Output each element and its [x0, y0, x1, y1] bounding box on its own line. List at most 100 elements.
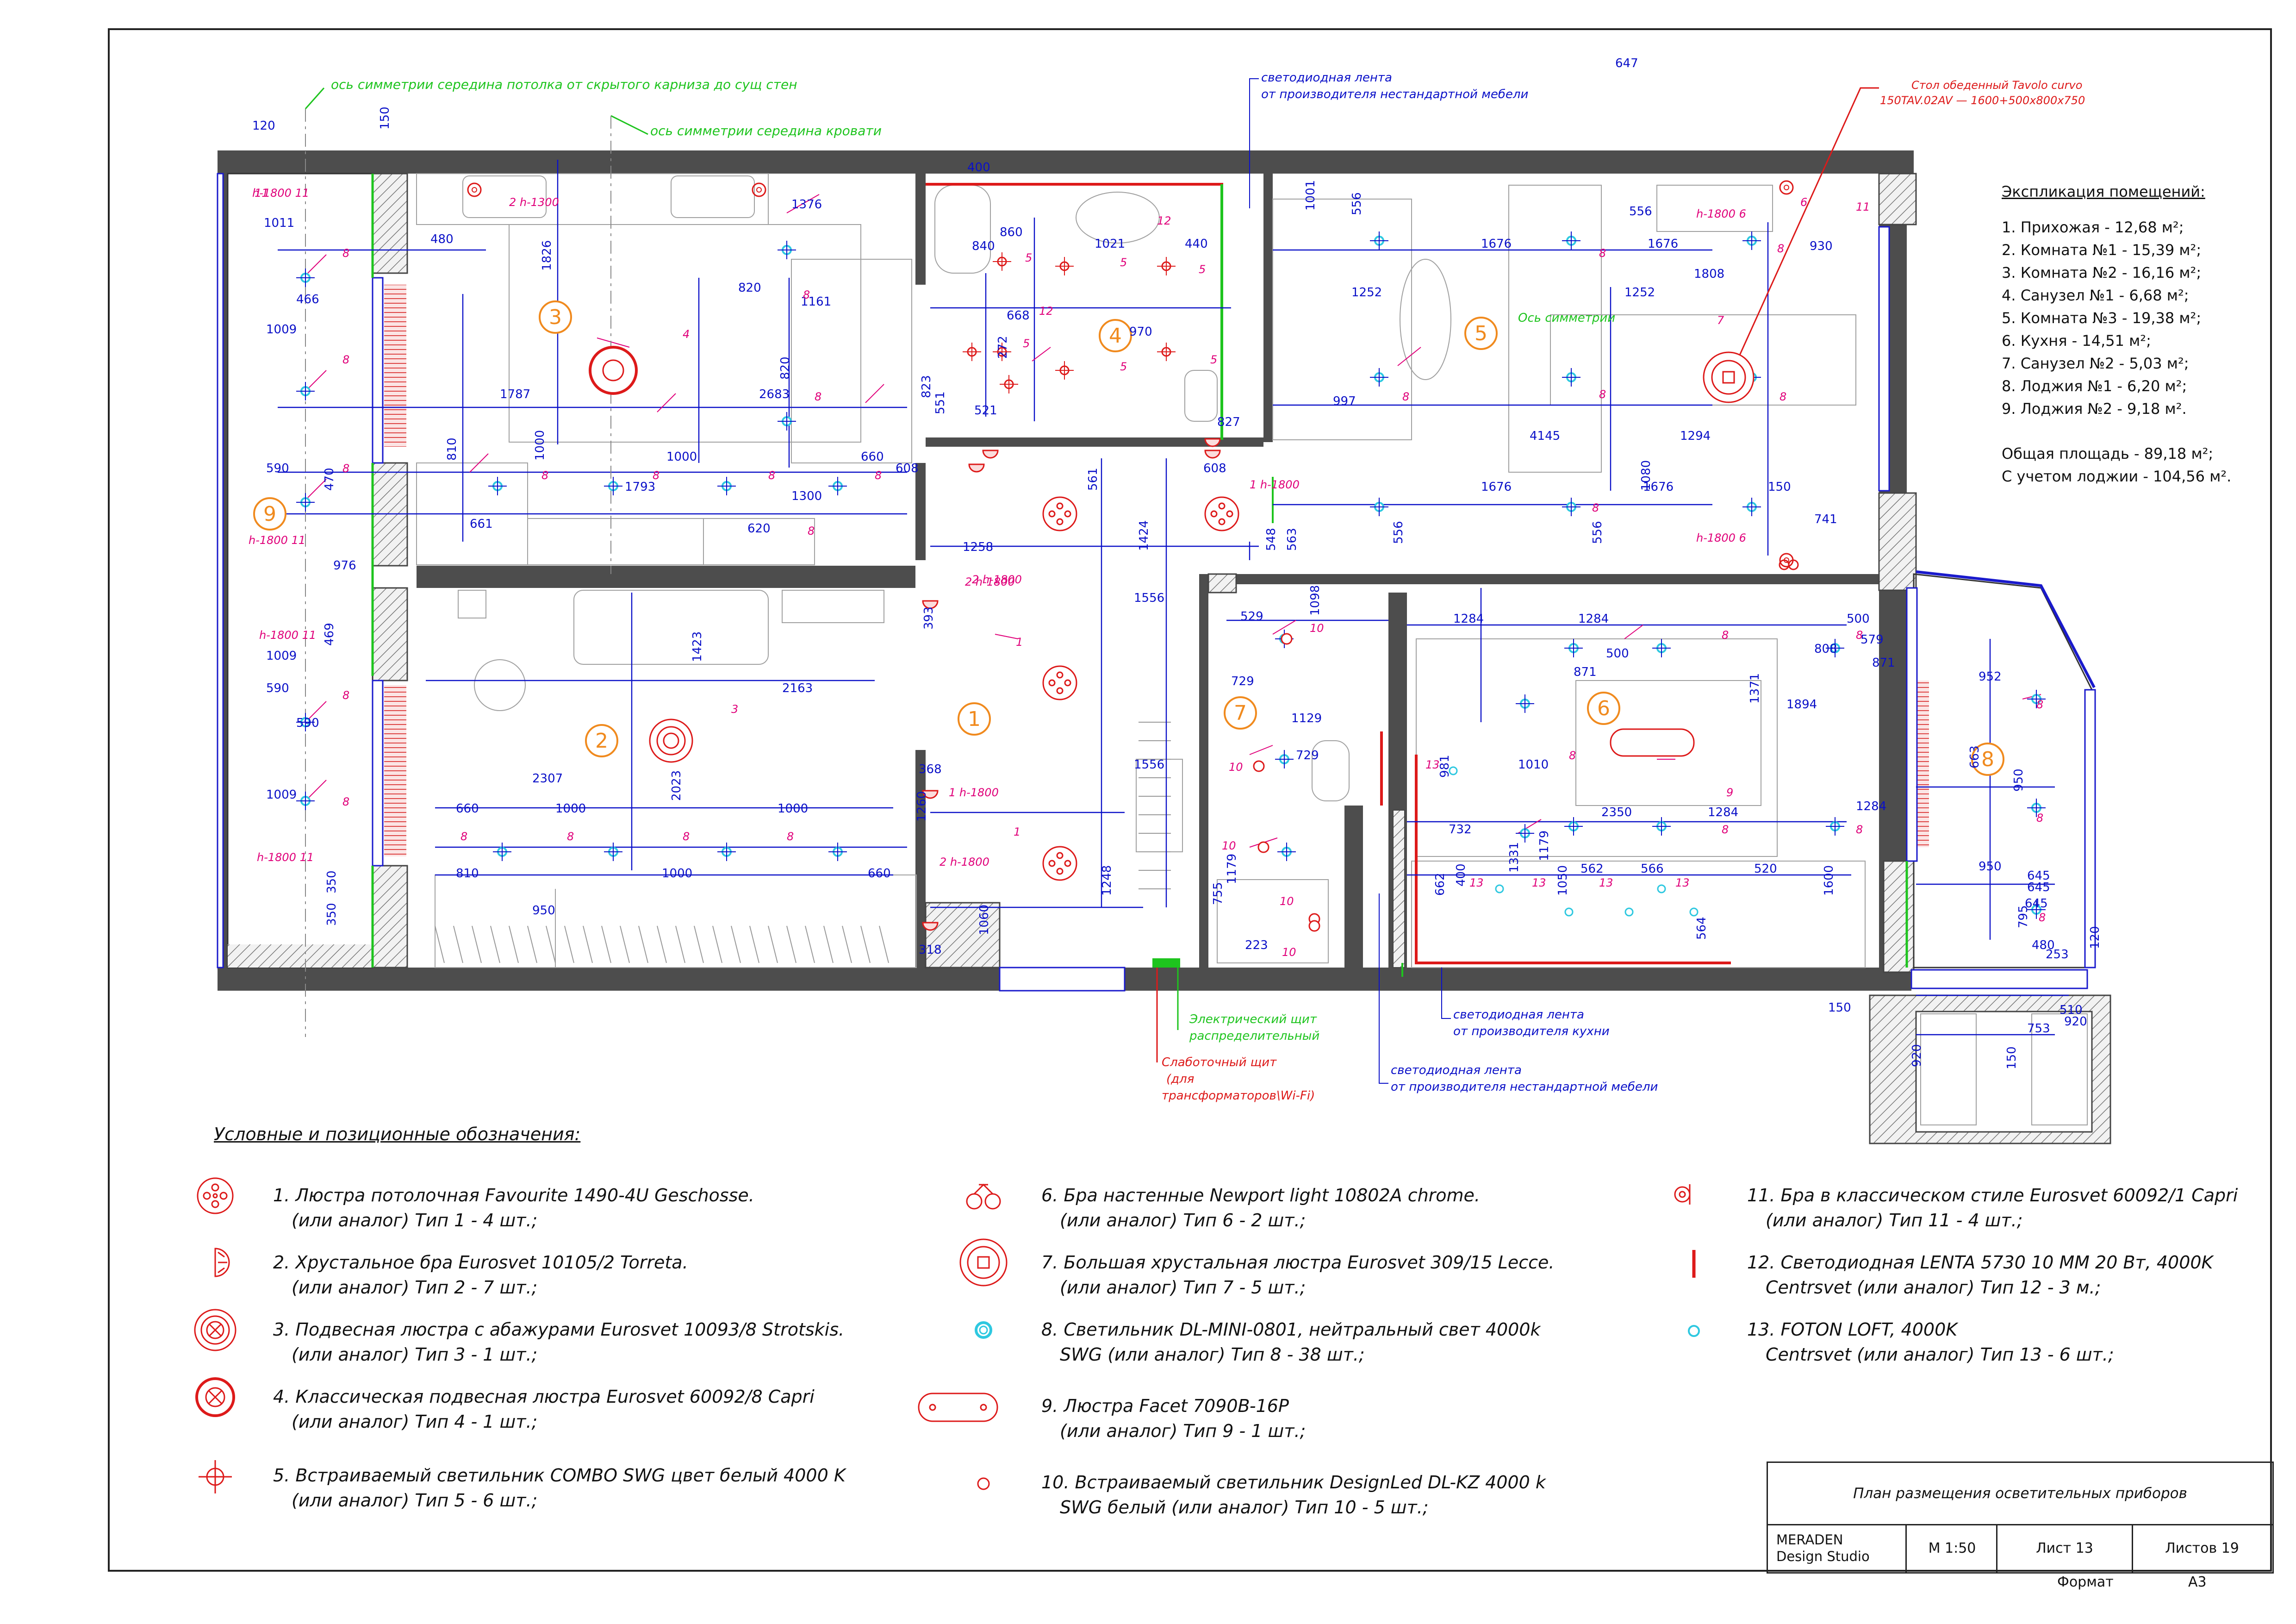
mini-downlight-icon	[1516, 694, 1534, 713]
wall-sconce-half-icon	[922, 790, 939, 799]
dimension-label: 810	[445, 437, 459, 461]
wall-hatching	[372, 173, 2111, 1144]
dimension-label: 400	[1454, 863, 1468, 887]
dimension-label: 561	[1086, 468, 1100, 491]
mini-downlight-icon	[1516, 824, 1534, 843]
dimension-label: 1294	[1680, 429, 1711, 443]
explication-item: 3. Комната №2 - 16,16 м²;	[2002, 264, 2202, 281]
double-sconce-icon	[1779, 559, 1799, 570]
dimension-label: 1423	[691, 631, 704, 662]
dimension-label: 732	[1449, 823, 1472, 837]
legend-item-detail: (или аналог) Тип 5 - 6 шт.;	[292, 1490, 538, 1511]
note-axis1: ось симметрии середина потолка от скрыто…	[331, 77, 797, 92]
room-number: 7	[1234, 701, 1247, 725]
dimension-label: 1060	[977, 905, 991, 935]
furniture	[416, 173, 2088, 1125]
dimension-label: 620	[747, 522, 771, 536]
dimension-label: 500	[1606, 647, 1629, 661]
dimension-label: 1258	[963, 540, 993, 554]
legend-item: 8. Светильник DL-MINI-0801, нейтральный …	[1041, 1317, 1541, 1367]
dimension-label: 920	[1910, 1044, 1924, 1067]
explication-item: 9. Лоджия №2 - 9,18 м².	[2002, 400, 2187, 418]
room-marker: 9	[253, 497, 286, 531]
dimension-label: 645	[2027, 881, 2050, 894]
dimension-label: 551	[933, 391, 947, 414]
dimension-label: 1248	[1100, 865, 1114, 896]
fixture-tag: h-1800 11	[249, 534, 305, 547]
fixture-tag: 7	[1717, 314, 1724, 327]
legend-item-name: 9. Люстра Facet 7090B-16P	[1041, 1396, 1289, 1416]
mini-downlight-icon	[1826, 639, 1844, 657]
dimension-label: 150	[2005, 1046, 2019, 1069]
legend-item-detail: (или аналог) Тип 3 - 1 шт.;	[292, 1344, 538, 1365]
dimension-label: 1021	[1095, 237, 1125, 251]
dimension-label: 1371	[1748, 673, 1762, 704]
fixture-tag: 3	[731, 703, 738, 716]
explication-item: 6. Кухня - 14,51 м²;	[2002, 332, 2151, 350]
legend-item-detail: SWG белый (или аналог) Тип 10 - 5 шт.;	[1060, 1497, 1429, 1518]
fixture-tag: 5	[1199, 263, 1206, 276]
dimension-label: 1000	[778, 802, 808, 816]
mini-downlight-icon	[1277, 843, 1296, 861]
pendant-shades-icon	[649, 718, 693, 763]
fixture-tag: 8	[1856, 823, 1863, 836]
dimension-label: 350	[325, 903, 339, 926]
led1-leader	[1249, 78, 1259, 208]
fixture-tag: 2 h-1800	[940, 856, 989, 868]
mini-downlight-icon	[493, 843, 511, 861]
dimension-label: 729	[1296, 749, 1319, 762]
recessed-combo-icon	[993, 252, 1011, 271]
fixture-tag: 5	[1023, 337, 1030, 350]
dimension-label: 1000	[533, 430, 547, 461]
total-area: Общая площадь - 89,18 м²;	[2002, 445, 2214, 462]
legend-item: 2. Хрустальное бра Eurosvet 10105/2 Torr…	[273, 1250, 688, 1300]
dimension-label: 920	[2064, 1015, 2087, 1029]
large-crystal-chandelier-icon	[959, 1238, 1008, 1287]
fixture-tag: 5	[1210, 353, 1217, 366]
dimension-label: 120	[2088, 926, 2102, 949]
fixture-tag: 8	[768, 469, 775, 482]
dimension-label: 1284	[1578, 612, 1609, 626]
dimension-label: 2307	[532, 772, 563, 786]
fixture-tag: 12	[1157, 214, 1171, 227]
electric-panel	[1152, 958, 1180, 968]
dimension-label: 810	[456, 867, 479, 881]
recessed-combo-icon	[1000, 375, 1018, 394]
note-furn-b: от производителя нестандартной мебели	[1391, 1080, 1658, 1094]
note-low-c: трансформаторов\Wi-Fi)	[1162, 1089, 1315, 1103]
legend-item: 11. Бра в классическом стиле Eurosvet 60…	[1747, 1183, 2238, 1233]
room-marker: 3	[539, 300, 572, 334]
fixture-tag: 8	[2036, 698, 2043, 711]
dimension-label: 500	[1847, 612, 1870, 626]
dimension-label: 590	[266, 462, 289, 475]
fixture-tag: 8	[1722, 629, 1729, 642]
wall-sconce-half-icon	[922, 600, 939, 609]
dimension-label: 1000	[662, 867, 692, 881]
chandelier-4-icon	[1042, 846, 1077, 881]
legend-item: 7. Большая хрустальная люстра Eurosvet 3…	[1041, 1250, 1554, 1300]
explication-item: 1. Прихожая - 12,68 м²;	[2002, 219, 2184, 236]
dimension-label: 660	[456, 802, 479, 816]
dimension-label: 840	[972, 239, 995, 253]
fixture-tag: 8	[1777, 242, 1784, 255]
classic-sconce-icon	[467, 182, 482, 197]
fixture-tag: 5	[1120, 256, 1127, 269]
dimension-label: 1080	[1639, 460, 1653, 491]
dimension-label: 556	[1591, 521, 1605, 544]
dimension-label: 1793	[625, 480, 655, 494]
fixture-tag: 13	[1469, 876, 1484, 889]
furn-leader	[1379, 893, 1388, 1084]
dimension-label: 1894	[1786, 698, 1817, 712]
room-number: 1	[968, 707, 981, 731]
scale: М 1:50	[1908, 1524, 1997, 1572]
legend-item-name: 13. FOTON LOFT, 4000K	[1747, 1319, 1958, 1340]
dimension-label: 871	[1574, 665, 1597, 679]
dimension-label: 608	[896, 462, 919, 475]
fixture-tag: 4	[683, 328, 690, 341]
room-number: 3	[549, 306, 562, 329]
room-marker: 4	[1099, 319, 1132, 352]
explication-item: 2. Комната №1 - 15,39 м²;	[2002, 241, 2202, 259]
dimension-label: 1129	[1291, 712, 1322, 725]
room-number: 4	[1109, 324, 1122, 348]
